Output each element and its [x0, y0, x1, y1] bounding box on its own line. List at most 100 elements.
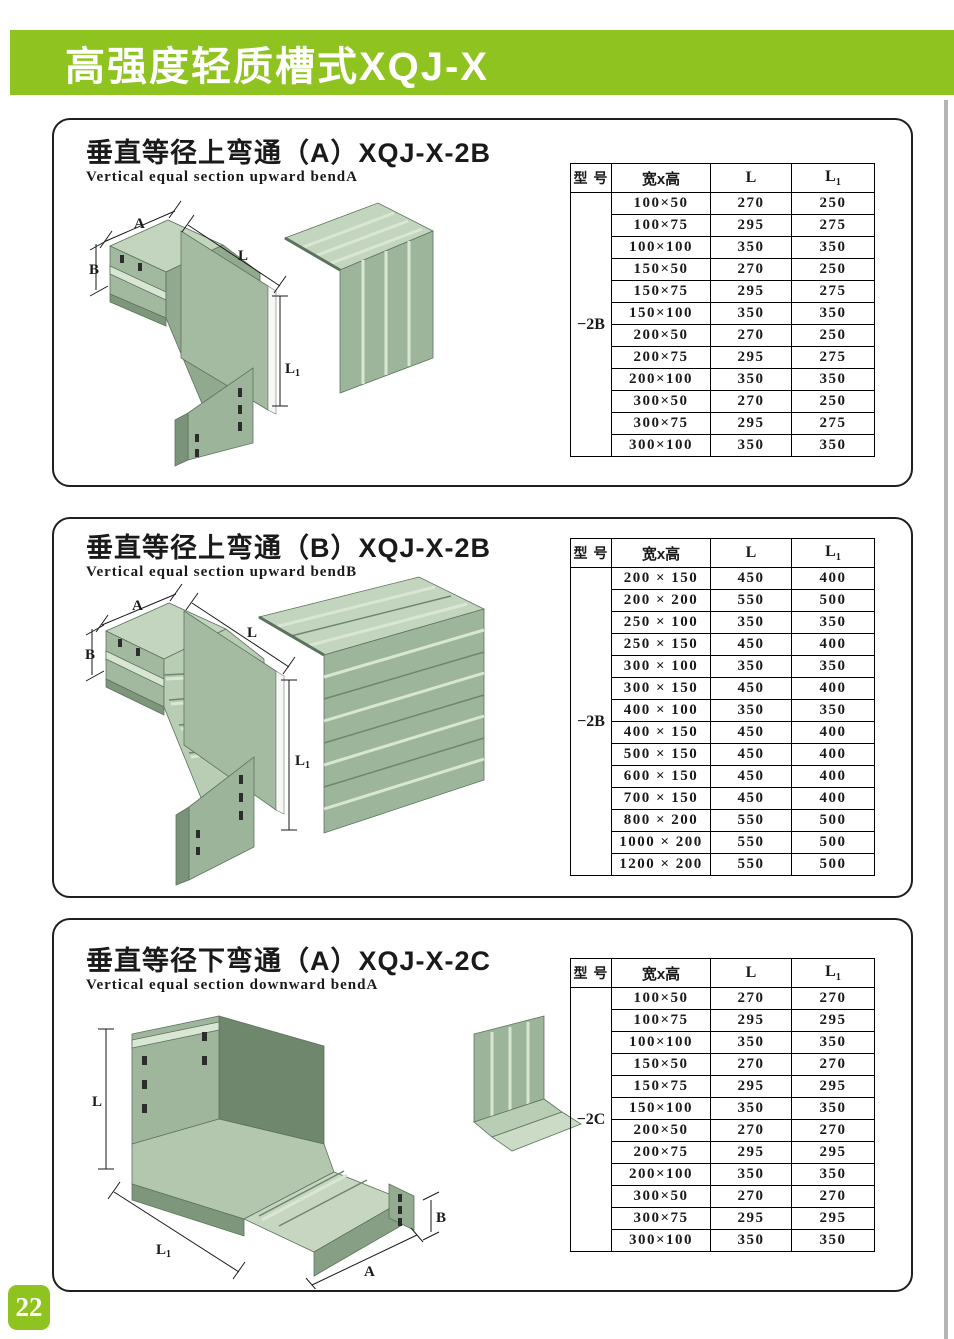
size-cell: 200 × 150	[611, 567, 711, 590]
l-cell: 270	[710, 1053, 792, 1076]
l-cell: 350	[710, 655, 792, 678]
model-cell: −2C	[570, 987, 612, 1252]
size-cell: 200×75	[611, 346, 711, 369]
dim-label-b: B	[436, 1210, 446, 1226]
l1-cell: 270	[791, 1053, 875, 1076]
model-cell: −2B	[570, 192, 612, 457]
l1-cell: 500	[791, 853, 875, 876]
size-cell: 150×50	[611, 258, 711, 281]
page-title: 高强度轻质槽式XQJ-X	[65, 44, 490, 89]
col-l: L	[710, 958, 792, 988]
size-cell: 150×75	[611, 280, 711, 303]
size-cell: 800 × 200	[611, 809, 711, 832]
col-size: 宽x高	[611, 958, 711, 988]
l-cell: 270	[710, 1119, 792, 1142]
l-cell: 350	[710, 236, 792, 259]
size-cell: 250 × 100	[611, 611, 711, 634]
l-cell: 350	[710, 611, 792, 634]
l-cell: 350	[710, 434, 792, 457]
section-title-block: 垂直等径上弯通（A）XQJ-X-2B Vertical equal sectio…	[86, 138, 491, 186]
l1-cell: 500	[791, 809, 875, 832]
size-cell: 150×50	[611, 1053, 711, 1076]
l1-cell: 400	[791, 787, 875, 810]
l-cell: 270	[710, 390, 792, 413]
section-title: 垂直等径上弯通（B）XQJ-X-2B	[86, 533, 492, 563]
dim-label-l1: L1	[156, 1242, 171, 1260]
size-cell: 400 × 150	[611, 721, 711, 744]
size-cell: 300×100	[611, 434, 711, 457]
l-cell: 450	[710, 743, 792, 766]
section-upward-bend-a: 垂直等径上弯通（A）XQJ-X-2B Vertical equal sectio…	[52, 118, 913, 487]
size-cell: 200×100	[611, 368, 711, 391]
size-cell: 1200 × 200	[611, 853, 711, 876]
l1-cell: 295	[791, 1009, 875, 1032]
dim-label-l: L	[247, 625, 257, 641]
dim-label-b: B	[89, 262, 99, 278]
l-cell: 295	[710, 412, 792, 435]
table-header-row: 型 号 宽x高 L L1	[570, 163, 875, 193]
size-cell: 300×75	[611, 1207, 711, 1230]
l-cell: 295	[710, 1075, 792, 1098]
l1-cell: 350	[791, 699, 875, 722]
l-cell: 550	[710, 831, 792, 854]
l-cell: 295	[710, 346, 792, 369]
dim-label-l: L	[238, 248, 248, 264]
l1-cell: 250	[791, 258, 875, 281]
section-downward-bend-a: 垂直等径下弯通（A）XQJ-X-2C Vertical equal sectio…	[52, 918, 913, 1293]
l-cell: 550	[710, 853, 792, 876]
l1-cell: 400	[791, 677, 875, 700]
col-l: L	[710, 538, 792, 568]
l-cell: 450	[710, 677, 792, 700]
size-cell: 300×100	[611, 1229, 711, 1252]
size-cell: 200×75	[611, 1141, 711, 1164]
l-cell: 350	[710, 302, 792, 325]
l1-cell: 350	[791, 1097, 875, 1120]
section-title-block: 垂直等径下弯通（A）XQJ-X-2C Vertical equal sectio…	[86, 946, 491, 994]
l1-cell: 275	[791, 214, 875, 237]
dim-label-a: A	[364, 1264, 375, 1280]
l-cell: 450	[710, 567, 792, 590]
col-size: 宽x高	[611, 538, 711, 568]
dim-label-l: L	[92, 1094, 102, 1110]
l-cell: 450	[710, 633, 792, 656]
section-subtitle: Vertical equal section upward bendB	[86, 564, 358, 580]
l1-cell: 275	[791, 280, 875, 303]
l-cell: 295	[710, 214, 792, 237]
l1-cell: 400	[791, 721, 875, 744]
col-model: 型 号	[570, 538, 612, 568]
l-cell: 350	[710, 1229, 792, 1252]
size-cell: 150×75	[611, 1075, 711, 1098]
l1-cell: 400	[791, 567, 875, 590]
l-cell: 350	[710, 1163, 792, 1186]
size-cell: 100×75	[611, 214, 711, 237]
size-cell: 300 × 150	[611, 677, 711, 700]
l1-cell: 250	[791, 390, 875, 413]
col-model: 型 号	[570, 958, 612, 988]
l1-cell: 295	[791, 1141, 875, 1164]
l1-cell: 400	[791, 765, 875, 788]
page-edge-shadow	[944, 100, 948, 1339]
size-cell: 300×75	[611, 412, 711, 435]
section-upward-bend-b: 垂直等径上弯通（B）XQJ-X-2B Vertical equal sectio…	[52, 517, 913, 898]
